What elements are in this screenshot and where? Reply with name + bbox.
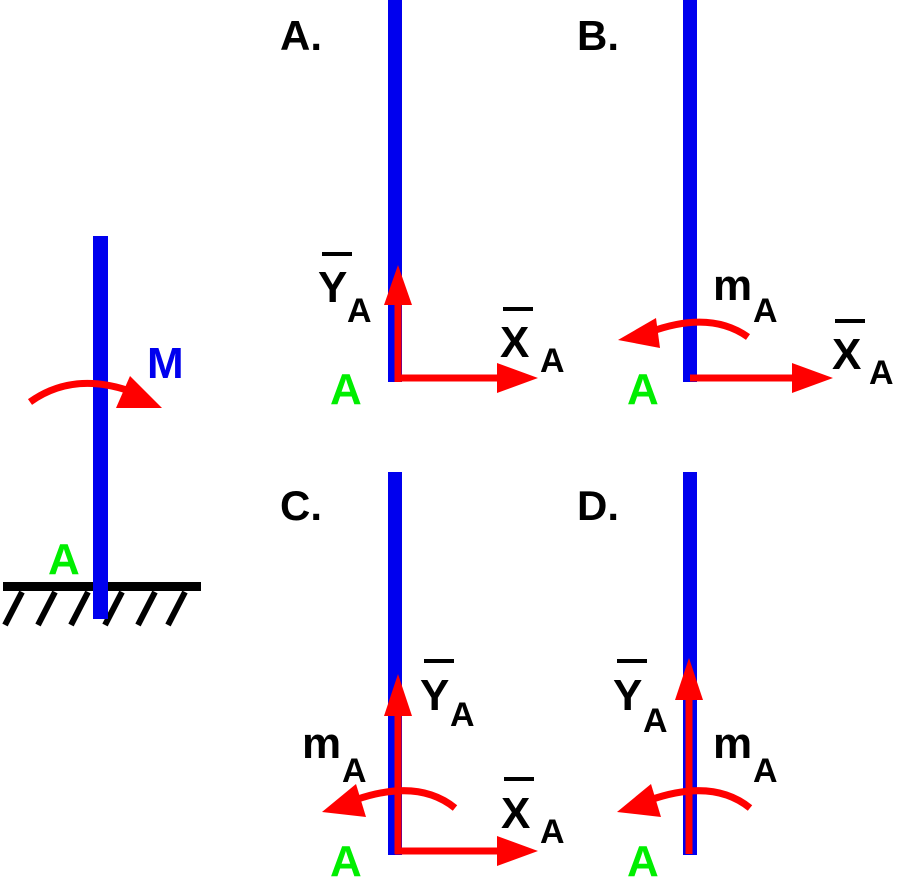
point-label: A	[330, 837, 362, 877]
force-y-label: Y	[613, 671, 642, 720]
force-x-arrowhead	[497, 836, 538, 866]
force-y-label: Y	[420, 671, 449, 720]
beam	[683, 0, 697, 382]
applied-moment-arrowhead	[116, 376, 162, 408]
option-label: D.	[577, 482, 619, 529]
moment-subscript: A	[342, 752, 367, 790]
force-y-subscript: A	[643, 702, 668, 740]
beam	[93, 236, 108, 619]
force-x-arrowhead	[792, 363, 833, 393]
force-y-subscript: A	[347, 292, 372, 330]
moment-arrowhead	[618, 318, 660, 348]
force-y-arrowhead	[384, 674, 412, 716]
force-x-label: X	[832, 330, 861, 379]
force-y-arrowhead	[384, 265, 412, 305]
moment-arrow	[648, 318, 751, 340]
force-x-arrowhead	[497, 363, 538, 393]
force-y-label: Y	[318, 263, 347, 312]
force-x-subscript: A	[540, 813, 565, 851]
point-label: A	[330, 365, 362, 414]
applied-moment-arrow	[27, 379, 137, 405]
force-y-arrowhead	[675, 658, 703, 700]
force-x-label: X	[501, 789, 530, 838]
force-x-label: X	[500, 318, 529, 367]
moment-label: m	[713, 261, 752, 310]
force-x-subscript: A	[869, 354, 894, 392]
option-c: C. Y A m A X A A	[280, 472, 565, 877]
main-figure: M A	[2, 236, 201, 627]
option-a: A. Y A X A A	[280, 0, 565, 414]
moment-arrowhead	[322, 784, 366, 817]
moment-arrow	[648, 787, 753, 811]
point-label: A	[627, 837, 659, 877]
option-d: D. Y A m A A	[577, 472, 778, 877]
moment-label: m	[713, 719, 752, 768]
force-x-subscript: A	[540, 342, 565, 380]
option-label: C.	[280, 482, 322, 529]
option-label: B.	[577, 12, 619, 59]
moment-label: m	[302, 719, 341, 768]
option-label: A.	[280, 12, 322, 59]
option-b: B. m A X A A	[577, 0, 894, 414]
moment-subscript: A	[753, 292, 778, 330]
force-y-subscript: A	[450, 696, 475, 734]
point-label: A	[627, 365, 659, 414]
ground-hatching	[2, 590, 188, 627]
moment-subscript: A	[753, 752, 778, 790]
moment-arrow	[353, 787, 458, 811]
moment-label: M	[147, 339, 184, 388]
moment-arrowhead	[617, 784, 661, 817]
point-label: A	[48, 535, 80, 584]
